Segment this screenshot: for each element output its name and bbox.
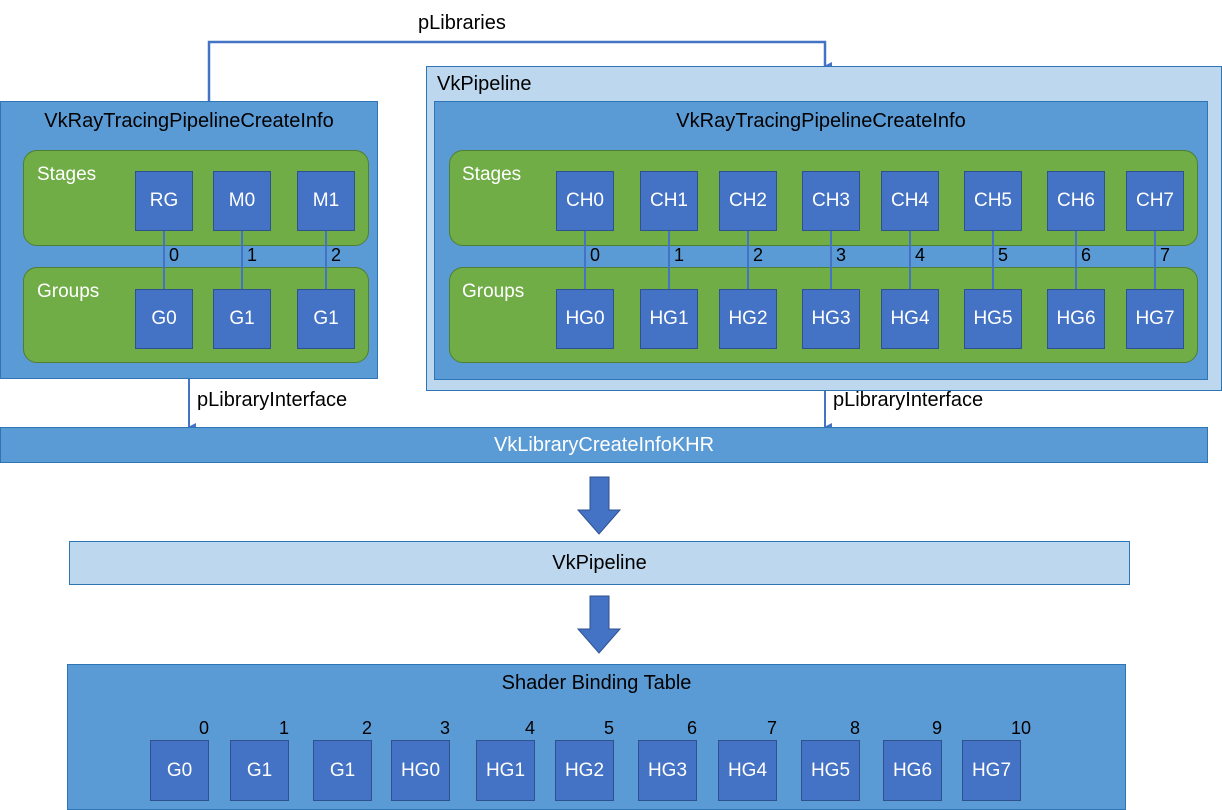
stage-box: CH2: [719, 171, 777, 231]
group-box: HG7: [1126, 289, 1184, 349]
sbt-entry: HG6: [883, 740, 942, 801]
group-box: HG2: [719, 289, 777, 349]
stage-box: CH4: [881, 171, 939, 231]
stage-group-link: [325, 231, 327, 289]
plibraries-label: pLibraries: [418, 12, 506, 34]
result-pipeline-label: VkPipeline: [552, 551, 647, 574]
stage-group-link: [1154, 231, 1156, 289]
sbt-index-label: 0: [199, 718, 210, 738]
right-create-info-title: VkRayTracingPipelineCreateInfo: [676, 110, 966, 132]
stage-group-link: [909, 231, 911, 289]
stage-group-link: [830, 231, 832, 289]
stage-index-label: 0: [169, 245, 180, 265]
stage-index-label: 2: [753, 245, 764, 265]
sbt-index-label: 1: [279, 718, 290, 738]
sbt-index-label: 7: [767, 718, 778, 738]
stage-index-label: 7: [1160, 245, 1171, 265]
sbt-entry: HG1: [476, 740, 535, 801]
sbt-entry: HG5: [801, 740, 860, 801]
group-box: G1: [213, 289, 271, 349]
sbt-entry: G1: [230, 740, 289, 801]
sbt-entry: HG0: [391, 740, 450, 801]
stage-box: CH3: [802, 171, 860, 231]
group-box: G1: [297, 289, 355, 349]
left-library-title: VkRayTracingPipelineCreateInfo: [44, 110, 334, 132]
stage-group-link: [668, 231, 670, 289]
stage-index-label: 6: [1081, 245, 1092, 265]
stage-group-link: [584, 231, 586, 289]
result-pipeline-bar: VkPipeline: [69, 541, 1130, 585]
stage-index-label: 1: [674, 245, 685, 265]
sbt-index-label: 5: [604, 718, 615, 738]
sbt-title: Shader Binding Table: [501, 672, 692, 694]
sbt-index-label: 6: [687, 718, 698, 738]
stage-index-label: 3: [836, 245, 847, 265]
group-box: HG3: [802, 289, 860, 349]
stage-box: CH1: [640, 171, 698, 231]
sbt-index-label: 10: [1011, 718, 1032, 738]
sbt-entry: G1: [313, 740, 372, 801]
left-stages-label: Stages: [37, 164, 97, 185]
stage-box: M0: [213, 171, 271, 231]
stage-group-link: [241, 231, 243, 289]
stage-box: CH7: [1126, 171, 1184, 231]
group-box: HG1: [640, 289, 698, 349]
sbt-index-label: 3: [440, 718, 451, 738]
stage-group-link: [992, 231, 994, 289]
group-box: HG5: [964, 289, 1022, 349]
right-pipeline-title: VkPipeline: [437, 73, 532, 95]
sbt-entry: HG2: [555, 740, 614, 801]
stage-index-label: 5: [998, 245, 1009, 265]
group-box: HG6: [1047, 289, 1105, 349]
sbt-index-label: 4: [525, 718, 536, 738]
library-create-info-label: VkLibraryCreateInfoKHR: [493, 433, 715, 456]
group-box: HG4: [881, 289, 939, 349]
stage-box: CH0: [556, 171, 614, 231]
stage-group-link: [747, 231, 749, 289]
stage-index-label: 4: [915, 245, 926, 265]
sbt-entry: G0: [150, 740, 209, 801]
stage-group-link: [1075, 231, 1077, 289]
group-box: G0: [135, 289, 193, 349]
sbt-entry: HG7: [962, 740, 1021, 801]
stage-index-label: 2: [331, 245, 342, 265]
library-create-info-bar: VkLibraryCreateInfoKHR: [0, 427, 1208, 463]
left-groups-label: Groups: [37, 281, 100, 302]
down-arrow-1: [576, 476, 622, 535]
stage-box: CH6: [1047, 171, 1105, 231]
left-interface-label: pLibraryInterface: [197, 389, 348, 411]
group-box: HG0: [556, 289, 614, 349]
right-stages-label: Stages: [462, 164, 522, 185]
stage-group-link: [163, 231, 165, 289]
stage-index-label: 0: [590, 245, 601, 265]
stage-box: RG: [135, 171, 193, 231]
sbt-entry: HG3: [638, 740, 697, 801]
right-groups-label: Groups: [462, 281, 525, 302]
right-interface-label: pLibraryInterface: [833, 389, 984, 411]
sbt-entry: HG4: [718, 740, 777, 801]
sbt-index-label: 9: [932, 718, 943, 738]
sbt-index-label: 8: [850, 718, 861, 738]
down-arrow-2: [576, 595, 622, 654]
sbt-index-label: 2: [362, 718, 373, 738]
plibraries-arrow: [207, 40, 832, 101]
stage-index-label: 1: [247, 245, 258, 265]
stage-box: M1: [297, 171, 355, 231]
stage-box: CH5: [964, 171, 1022, 231]
